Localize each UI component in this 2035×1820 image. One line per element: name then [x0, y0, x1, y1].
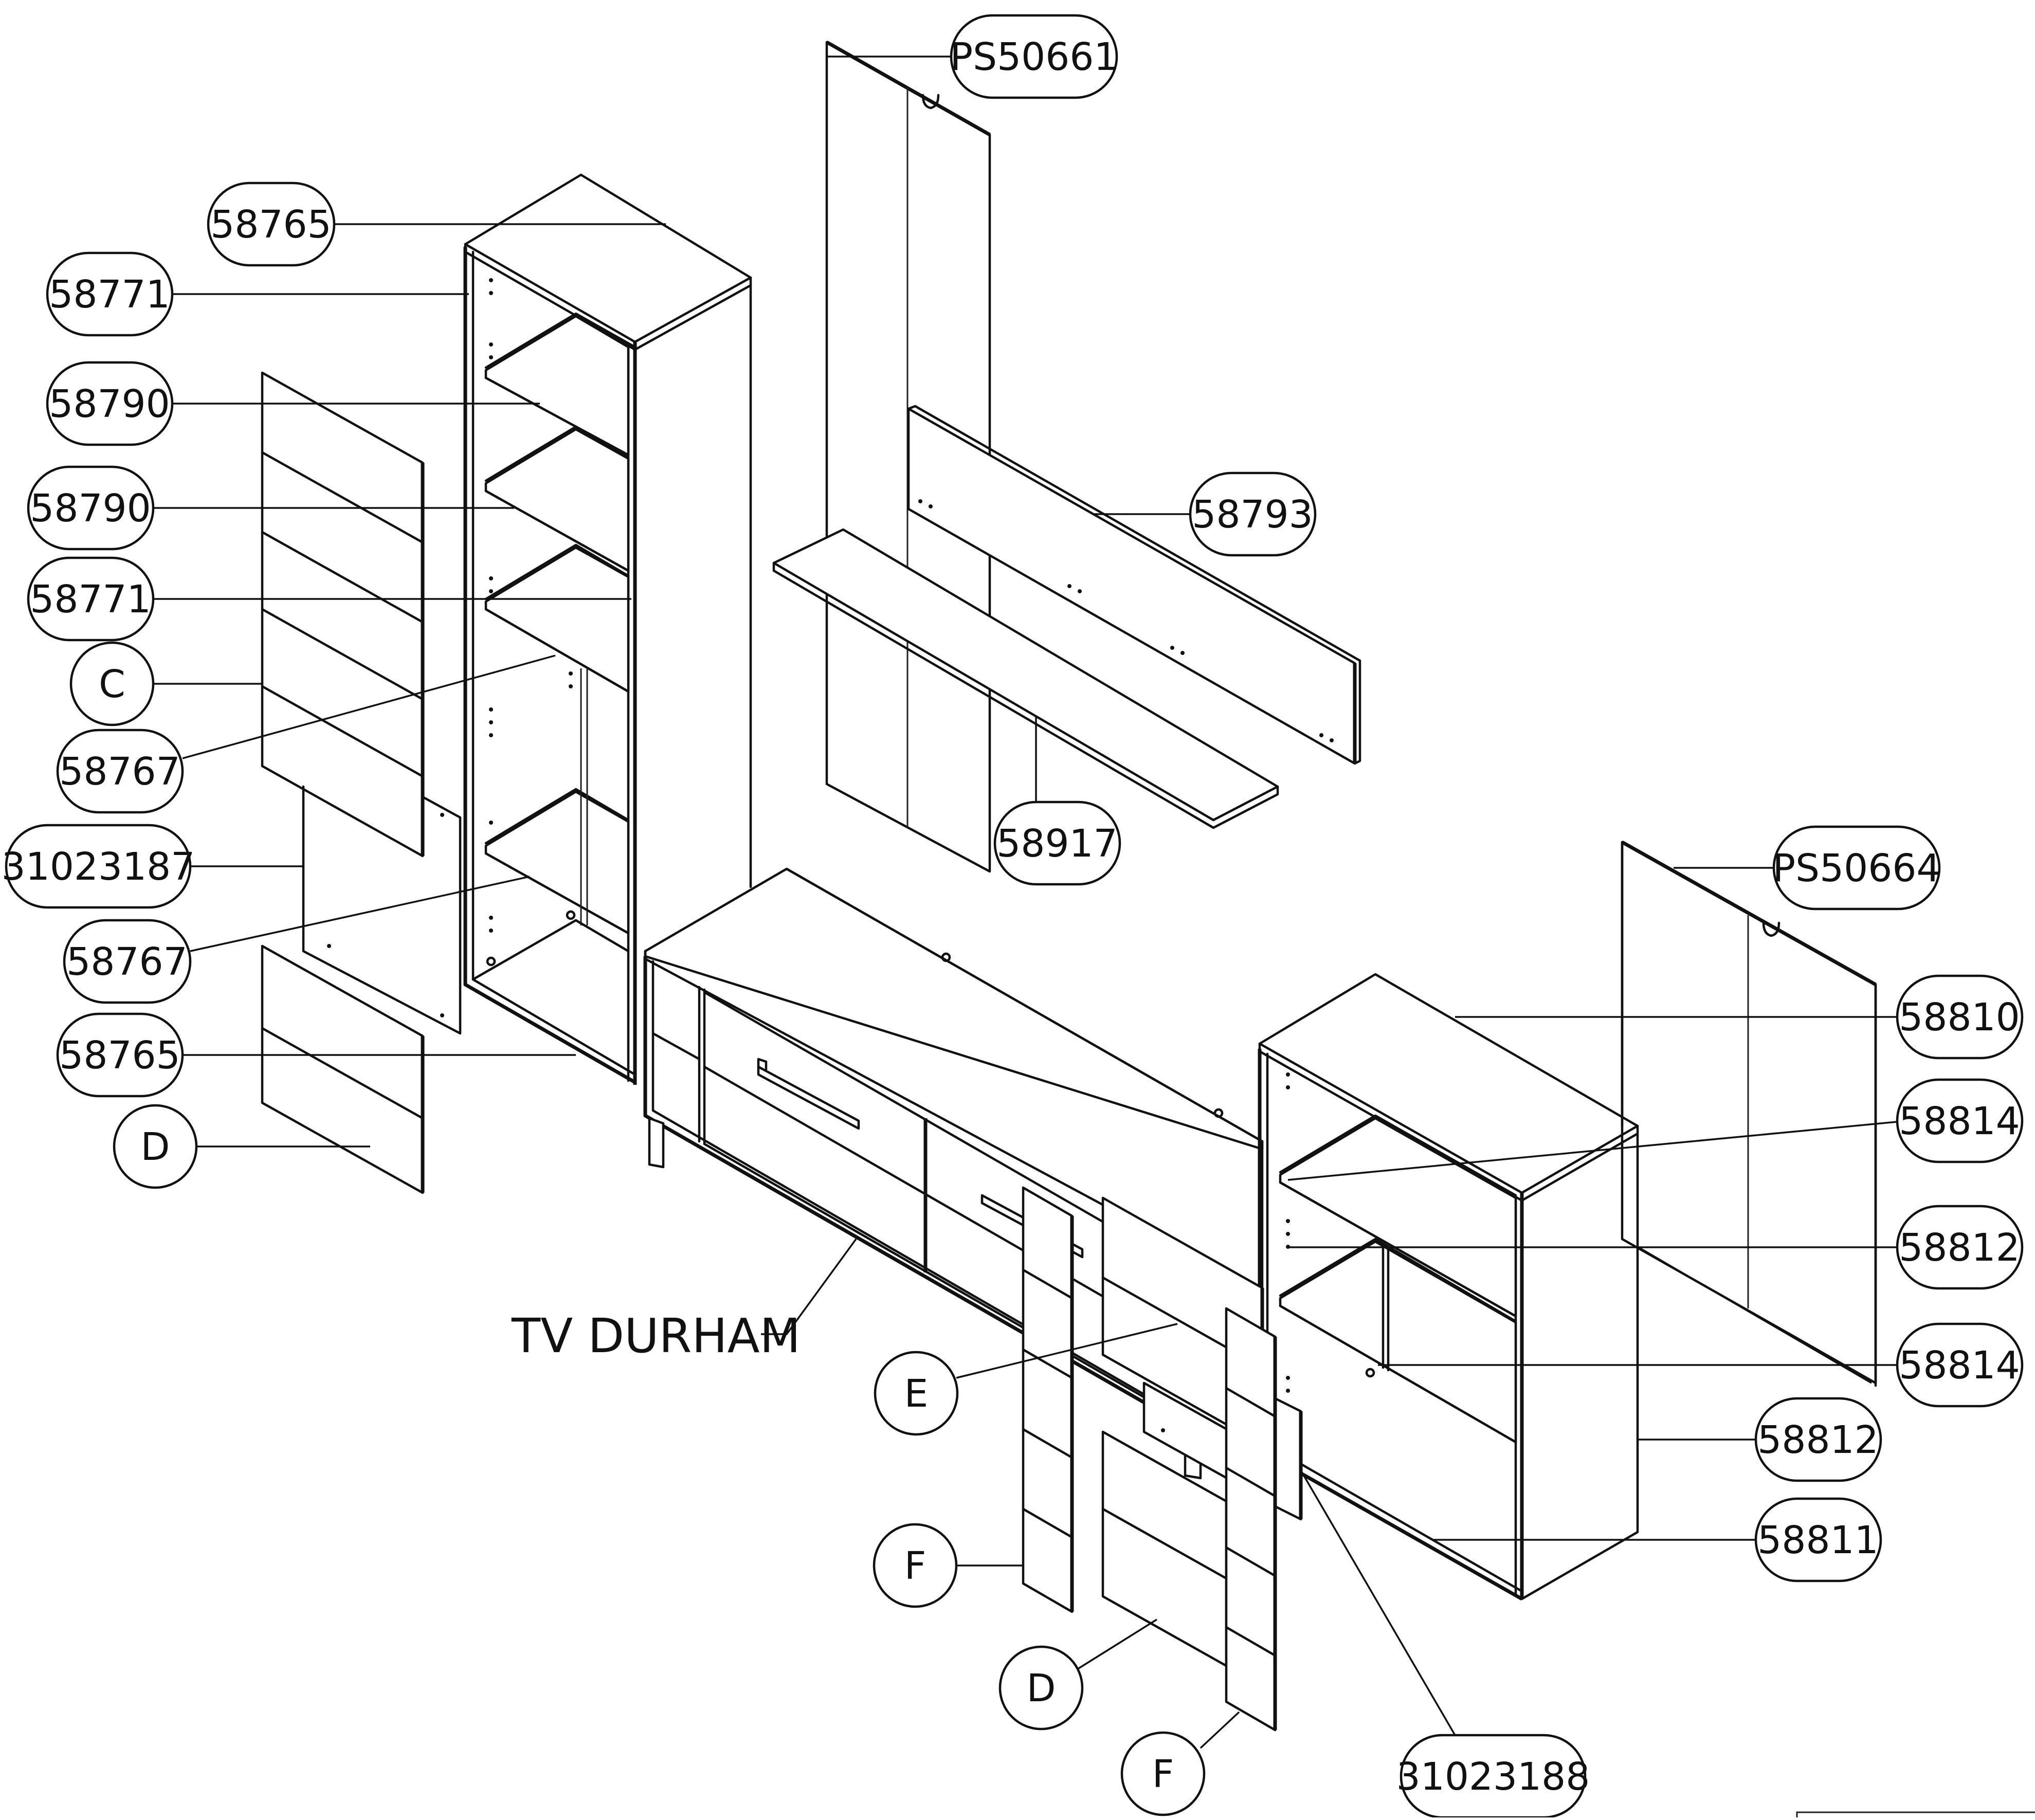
callout-58812-a: 58812 [1896, 1205, 2024, 1290]
callout-d-left: D [113, 1104, 198, 1189]
callout-text: F [1152, 1752, 1174, 1796]
callout-58765-top: 58765 [207, 181, 336, 267]
wall-panel-ps50664 [1621, 840, 1877, 1387]
callout-text: 58814 [1899, 1343, 2020, 1388]
callout-text: 58812 [1757, 1418, 1878, 1462]
callout-text: 31023188 [1396, 1755, 1590, 1799]
callout-58790-a: 58790 [46, 361, 174, 446]
callout-58812-b: 58812 [1754, 1397, 1882, 1482]
left-door-d [261, 944, 425, 1194]
callout-text: 58810 [1899, 995, 2020, 1040]
callout-text: 58790 [49, 382, 170, 426]
callout-text: 58765 [210, 203, 331, 247]
product-label: TV DURHAM [511, 1308, 801, 1363]
callout-58771-top: 58771 [46, 251, 174, 337]
callout-text: 58793 [1192, 493, 1313, 537]
callout-text: PS50664 [1772, 846, 1940, 890]
callout-text: E [904, 1372, 929, 1416]
door-f-right [1225, 1307, 1277, 1732]
callout-text: 58812 [1899, 1226, 2020, 1270]
callout-f-left: F [873, 1523, 958, 1608]
callout-text: C [99, 662, 125, 706]
callout-58917: 58917 [993, 800, 1121, 886]
callout-d-mid: D [998, 1645, 1084, 1731]
callout-58767-b: 58767 [63, 919, 192, 1004]
callout-text: 58767 [59, 750, 180, 794]
callout-58810: 58810 [1896, 974, 2024, 1060]
callout-31023187: 31023187 [2, 824, 195, 909]
shelf-58793 [907, 405, 1361, 765]
callout-58790-b: 58790 [27, 465, 155, 551]
short-bookcase [1258, 973, 1639, 1601]
callout-text: D [141, 1125, 170, 1169]
callout-58793: 58793 [1189, 471, 1317, 557]
callout-31023188: 31023188 [1396, 1734, 1590, 1819]
callout-58771-mid: 58771 [27, 556, 155, 642]
callout-text: 31023187 [2, 845, 195, 889]
callout-text: F [904, 1544, 926, 1588]
callout-text: 58811 [1757, 1518, 1878, 1562]
callout-ps50661: PS50661 [950, 14, 1118, 99]
callout-58814-b: 58814 [1896, 1322, 2024, 1408]
callout-c: C [69, 641, 155, 726]
callout-58765-bot: 58765 [56, 1012, 184, 1098]
callout-text: 58767 [66, 940, 187, 984]
callout-ps50664: PS50664 [1772, 825, 1941, 911]
callout-58811: 58811 [1754, 1497, 1882, 1582]
shelf-58917 [772, 528, 1279, 829]
callout-text: 58765 [59, 1033, 180, 1078]
callout-text: PS50661 [950, 35, 1118, 79]
callout-text: 58790 [30, 486, 151, 531]
callout-e: E [874, 1351, 959, 1436]
callout-text: 58917 [996, 822, 1117, 866]
leader-lines [146, 56, 1908, 1749]
callout-text: D [1027, 1666, 1056, 1710]
door-f-left [1022, 1186, 1074, 1613]
callout-text: 58771 [49, 272, 170, 317]
back-panel-31023187 [302, 785, 462, 1035]
tall-bookcase [463, 173, 752, 1085]
callout-58767-a: 58767 [56, 729, 184, 814]
callout-f-right: F [1120, 1731, 1206, 1816]
callout-text: 58771 [30, 577, 151, 622]
left-door-c [261, 371, 425, 858]
callout-text: 58814 [1899, 1099, 2020, 1143]
callout-58814-a: 58814 [1896, 1078, 2024, 1163]
title-block-corner [1796, 1811, 2035, 1817]
back-panel-31023188 [1274, 1397, 1303, 1521]
